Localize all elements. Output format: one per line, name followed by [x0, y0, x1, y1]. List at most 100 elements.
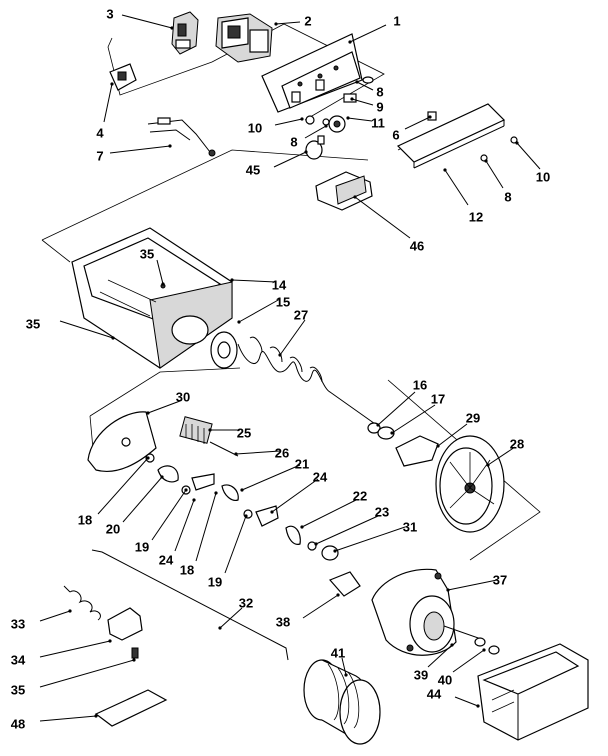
callout-c24b: 24 — [159, 552, 174, 567]
leader-head-c8a — [355, 80, 359, 84]
leader-head-c37 — [446, 588, 450, 592]
motor-part-37 — [328, 568, 500, 656]
callout-c11: 11 — [371, 115, 385, 130]
callout-c30: 30 — [176, 389, 190, 404]
callout-c29: 29 — [466, 410, 480, 425]
leader-head-c24b — [192, 498, 196, 502]
leader-head-c3 — [170, 26, 174, 30]
callout-c37: 37 — [493, 572, 507, 587]
control-module-part-1 — [261, 33, 363, 113]
leader-c8b — [304, 125, 327, 139]
callout-c46: 46 — [410, 238, 424, 253]
callout-c24a: 24 — [313, 469, 328, 484]
leader-c29 — [437, 423, 468, 447]
leader-head-c10a — [300, 117, 304, 121]
auger-part-27 — [210, 331, 379, 427]
callout-c25: 25 — [237, 425, 251, 440]
crusher-cams — [145, 453, 339, 561]
callout-c45: 45 — [246, 162, 260, 177]
leader-c3 — [121, 14, 173, 29]
leader-head-c31 — [333, 549, 337, 553]
callout-c20: 20 — [106, 521, 120, 536]
leader-head-c11 — [346, 116, 350, 120]
callout-c22: 22 — [353, 488, 367, 503]
leader-head-c29 — [436, 444, 440, 448]
leader-c16 — [377, 391, 416, 426]
leader-head-c32 — [218, 626, 222, 630]
leader-head-c2 — [274, 22, 278, 26]
leader-head-c21 — [240, 488, 244, 492]
leader-c33 — [39, 610, 71, 622]
callout-c21: 21 — [295, 456, 309, 471]
harness-part-7 — [147, 117, 216, 157]
leader-c12 — [444, 169, 469, 206]
callout-c12: 12 — [469, 209, 483, 224]
callout-c9: 9 — [376, 99, 383, 114]
leader-c17 — [391, 404, 436, 434]
callout-c33: 33 — [11, 616, 25, 631]
leader-c9 — [351, 98, 374, 106]
leader-head-c22 — [300, 525, 304, 529]
leader-head-c28 — [486, 463, 490, 467]
callout-c31: 31 — [403, 519, 417, 534]
callout-c39: 39 — [414, 667, 428, 682]
leader-c45 — [273, 151, 307, 168]
leader-head-c15 — [237, 320, 241, 324]
callout-c35b: 35 — [26, 316, 40, 331]
leader-c24a — [271, 478, 319, 513]
leader-head-c35b — [111, 336, 115, 340]
leader-head-c41 — [344, 673, 348, 677]
leader-c8c — [485, 160, 504, 189]
leader-head-c33 — [68, 609, 72, 613]
leader-c18b — [195, 492, 217, 562]
leader-c37 — [447, 579, 498, 591]
leader-head-c25 — [208, 428, 212, 432]
leader-head-c40 — [482, 648, 486, 652]
leader-head-c24a — [270, 510, 274, 514]
leader-c23 — [315, 515, 379, 545]
callout-c10a: 10 — [248, 120, 262, 135]
leader-c30 — [147, 400, 181, 414]
leader-head-c44 — [476, 704, 480, 708]
leader-head-c18a — [146, 456, 150, 460]
bracket-part-12 — [396, 103, 518, 169]
leader-c22 — [301, 499, 357, 528]
leader-head-c14 — [230, 278, 234, 282]
callout-c7: 7 — [96, 148, 103, 163]
lower-parts — [63, 549, 289, 727]
leader-head-c35a — [161, 282, 165, 286]
callout-c17: 17 — [431, 391, 445, 406]
light-housing-part-46 — [315, 171, 373, 211]
shield-part-30 — [87, 411, 239, 472]
leader-head-c7 — [168, 144, 172, 148]
callout-c6: 6 — [392, 127, 399, 142]
callout-c1: 1 — [393, 13, 400, 28]
callout-c35a: 35 — [140, 246, 154, 261]
leader-c2 — [275, 21, 301, 25]
leader-c35c — [39, 659, 135, 688]
leader-c38 — [302, 594, 339, 619]
leader-head-c39 — [450, 643, 454, 647]
callout-c18b: 18 — [180, 562, 194, 577]
leader-c18a — [97, 457, 149, 515]
callout-c40: 40 — [438, 672, 452, 687]
leader-head-c35c — [132, 658, 136, 662]
leader-c1 — [349, 24, 387, 43]
leader-c28 — [487, 446, 516, 466]
leader-head-c12 — [443, 168, 447, 172]
leader-c27 — [279, 319, 306, 356]
leader-c6 — [404, 116, 431, 130]
leader-head-c16 — [376, 423, 380, 427]
leader-c31 — [334, 526, 406, 552]
callout-c34: 34 — [11, 652, 26, 667]
fan-housing-part-41 — [303, 659, 381, 745]
fan-blade-part-28 — [435, 435, 505, 533]
callout-c26: 26 — [275, 445, 289, 460]
leader-c8a — [356, 81, 374, 91]
callout-c38: 38 — [276, 614, 290, 629]
leader-c21 — [241, 464, 301, 491]
leader-c10a — [274, 118, 303, 126]
callout-c18a: 18 — [78, 512, 92, 527]
leader-head-c4 — [110, 82, 114, 86]
callout-c16: 16 — [413, 377, 427, 392]
